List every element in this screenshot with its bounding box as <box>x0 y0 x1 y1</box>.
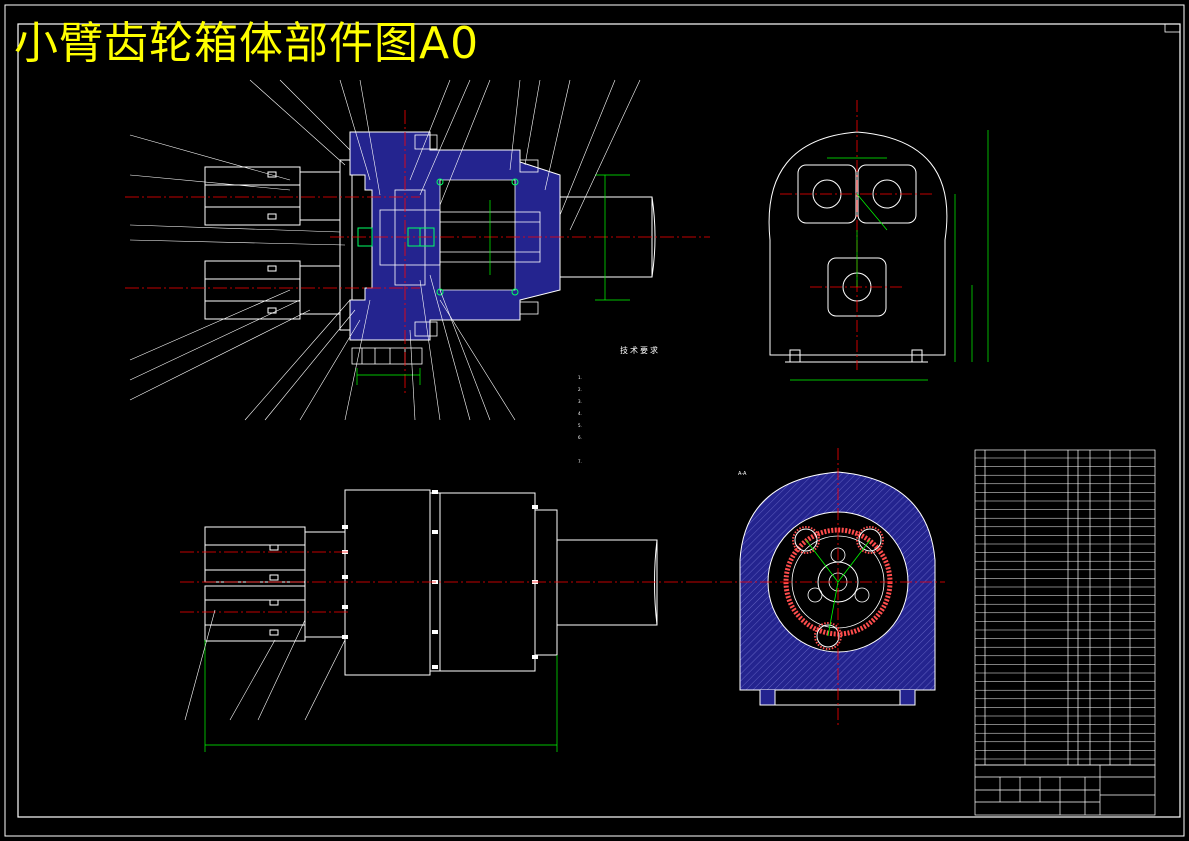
main-dimensions <box>356 174 630 385</box>
requirement-line <box>578 444 778 456</box>
inner-border <box>17 23 1181 818</box>
lower-leaders <box>184 609 346 721</box>
requirement-line: 5. <box>578 423 582 428</box>
parts-list-rows <box>975 457 1155 760</box>
technical-requirements-list: 1. 2. 3. 4. 5. 6. 7. <box>578 372 778 468</box>
lower-exterior-view <box>204 489 658 676</box>
lower-dimension <box>204 640 558 752</box>
requirement-line: 1. <box>578 375 582 380</box>
lower-centerlines <box>180 551 700 613</box>
section-view-label: A-A <box>738 471 747 477</box>
main-leaders <box>129 79 641 421</box>
requirement-line: 6. <box>578 435 582 440</box>
corner-tag <box>1164 23 1181 33</box>
requirement-line: 4. <box>578 411 582 416</box>
requirement-line: 2. <box>578 387 582 392</box>
drawing-title: 小臂齿轮箱体部件图A0 <box>14 18 480 69</box>
title-block <box>974 764 1156 816</box>
technical-requirements-heading: 技术要求 <box>620 346 660 355</box>
outer-border <box>4 4 1185 837</box>
requirement-line: 7. <box>578 459 582 464</box>
end-view-top-centerlines <box>780 100 935 370</box>
main-centerlines <box>125 110 710 395</box>
parts-list <box>974 449 1156 766</box>
section-aa-view <box>739 471 936 706</box>
section-aa-spokes <box>805 539 871 637</box>
section-aa-centerlines <box>700 448 945 725</box>
inner-cavity <box>439 179 516 291</box>
requirement-line: 3. <box>578 399 582 404</box>
end-view-top-dimensions <box>790 130 989 381</box>
end-view-top <box>768 131 948 363</box>
